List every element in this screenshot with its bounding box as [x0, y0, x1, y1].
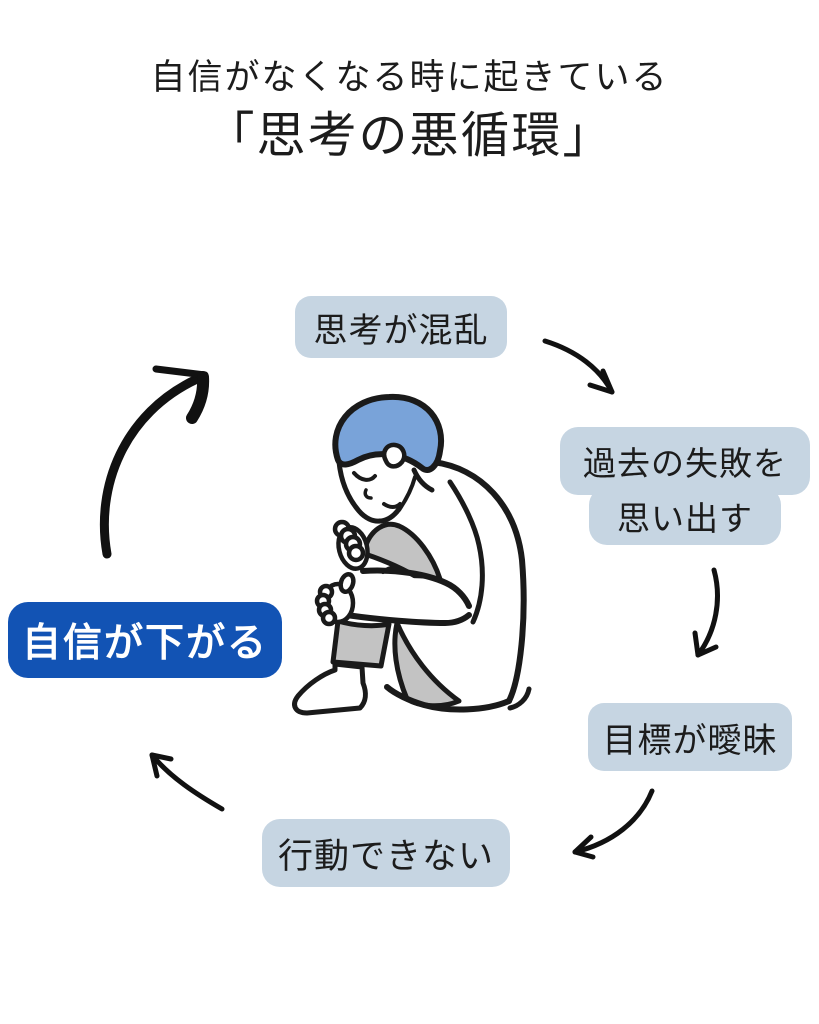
cycle-node-label-line1: 過去の失敗を: [583, 445, 787, 482]
cycle-node-cannot-act: 行動できない: [262, 819, 510, 887]
person-knee-crease: [381, 565, 397, 574]
person-eye: [352, 471, 377, 482]
person-neck: [411, 467, 435, 493]
arrow-bottom-right-icon: [572, 788, 655, 860]
cycle-node-confidence-drops: 自信が下がる: [8, 602, 282, 678]
arrow-left-big-icon: [99, 365, 210, 559]
person-nose: [363, 488, 373, 500]
person-face: [336, 459, 383, 524]
person-hand-lower: [314, 571, 356, 627]
person-back: [430, 459, 527, 704]
cycle-node-label-line2: 思い出す: [617, 500, 753, 537]
cycle-node-thoughts-confused: 思考が混乱: [295, 296, 507, 358]
arrow-right-icon: [692, 567, 720, 658]
cycle-node-label: 目標が曖昧: [602, 721, 778, 760]
person-shin: [330, 618, 392, 669]
person-ear: [381, 442, 407, 469]
person-hip: [384, 684, 512, 713]
person-mouth: [382, 502, 402, 509]
cycle-node-goals-vague: 目標が曖昧: [588, 703, 792, 771]
cycle-node-label: 自信が下がる: [21, 622, 268, 665]
person-hair: [332, 393, 445, 473]
cycle-node-label: 行動できない: [277, 836, 494, 876]
arrow-bottom-left-icon: [149, 752, 225, 812]
person-jaw: [397, 475, 417, 512]
person-hand-upper: [332, 519, 370, 571]
title-line2: 「思考の悪循環」: [205, 109, 614, 164]
person-forearm-bottom: [337, 611, 472, 626]
person-illustration: [292, 393, 532, 716]
title-line1: 自信がなくなる時に起きている: [150, 58, 669, 97]
cycle-node-recall-past-failures: 過去の失敗を 思い出す: [560, 427, 810, 545]
page-title: 自信がなくなる時に起きている 「思考の悪循環」: [0, 58, 819, 164]
person-shoe: [292, 661, 368, 716]
cycle-node-label: 思考が混乱: [313, 311, 489, 350]
person-arm-right: [447, 479, 485, 625]
person-forearm: [341, 576, 470, 623]
person-foot-curl: [507, 686, 532, 711]
